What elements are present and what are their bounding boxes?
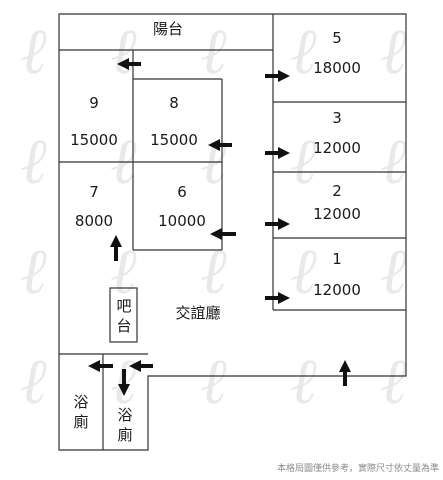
room-7-number: 7 xyxy=(89,183,99,201)
room-5-number: 5 xyxy=(332,29,342,47)
room-1-number: 1 xyxy=(332,250,342,268)
room-1-price: 12000 xyxy=(313,281,361,299)
room-5-price: 18000 xyxy=(313,59,361,77)
room-2-price: 12000 xyxy=(313,205,361,223)
bar-label: 吧台 xyxy=(116,297,132,335)
room-6-number: 6 xyxy=(177,183,187,201)
room-6-price: 10000 xyxy=(158,212,206,230)
room-8-price: 15000 xyxy=(150,131,198,149)
room-3-price: 12000 xyxy=(313,139,361,157)
balcony-label: 陽台 xyxy=(152,20,183,38)
room-2-number: 2 xyxy=(332,182,342,200)
room-8-number: 8 xyxy=(169,94,179,112)
bar-counter xyxy=(109,287,138,343)
bath-left-label: 浴廁 xyxy=(73,393,89,431)
room-9-number: 9 xyxy=(89,94,99,112)
outer-wall xyxy=(58,13,407,451)
room-9-price: 15000 xyxy=(70,131,118,149)
room-3-number: 3 xyxy=(332,109,342,127)
bath-right-label: 浴廁 xyxy=(117,406,133,444)
room-7-price: 8000 xyxy=(74,212,114,230)
disclaimer-note: 本格局圖僅供參考，實際尺寸依丈量為準 xyxy=(276,464,439,474)
living-room-label: 交誼廳 xyxy=(175,304,221,322)
